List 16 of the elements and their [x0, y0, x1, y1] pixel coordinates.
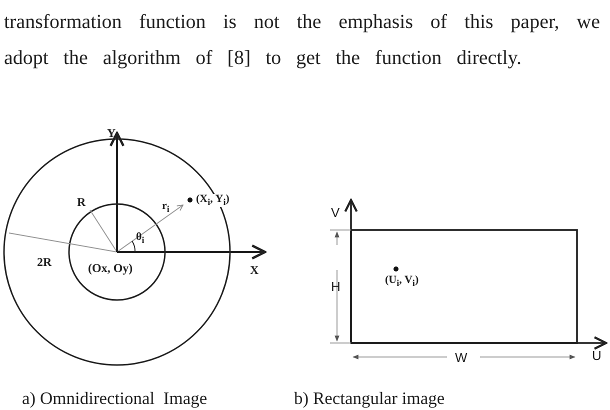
dimension-label: W — [455, 351, 468, 364]
dimension-label: H — [331, 280, 340, 293]
body-paragraph: transformation function is not the emphasis of this paper, we adopt the algorithm of [8] to get the function directly. — [4, 10, 600, 71]
axis-label: U — [592, 349, 602, 362]
figure-caption: b) Rectangular image — [294, 390, 445, 408]
figure-caption: a) Omnidirectional Image — [22, 390, 208, 408]
radius-label: 2R — [37, 256, 52, 268]
axis-label: V — [331, 206, 340, 219]
radius-label: r$_{i}$ — [162, 201, 170, 214]
origin-label: (Ox, Oy) — [88, 262, 133, 274]
angle-label: θ$_{i}$ — [136, 232, 144, 246]
point-coordinate: (U$_{i}$, V$_{i}$) — [385, 275, 419, 288]
radius-label: R — [77, 196, 86, 208]
axis-label: X — [250, 264, 259, 276]
point-coordinate: (X$_{i}$, Y$_{i}$) — [196, 194, 230, 208]
axis-label: Y — [107, 127, 116, 139]
